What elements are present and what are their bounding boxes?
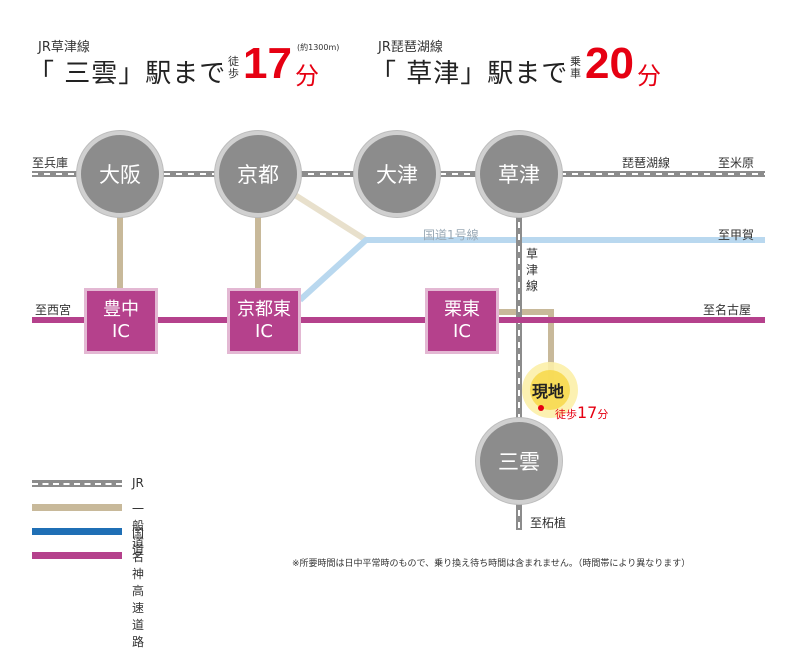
footnote: ※所要時間は日中平常時のもので、乗り換え待ち時間は含まれません。（時間帯により異… (292, 559, 691, 569)
interchange-ritto: 栗東 IC (425, 288, 499, 354)
station-osaka: 大阪 (77, 131, 163, 217)
label-to-hyogo: 至兵庫 (32, 156, 69, 170)
interchange-kyotohigashi: 京都東 IC (227, 288, 301, 354)
legend-swatch-expressway (32, 552, 122, 559)
label-to-nishinomiya: 至西宮 (35, 303, 72, 317)
interchange-kyotohigashi-name: 京都東 (237, 299, 291, 320)
site-glow-inner (530, 370, 570, 410)
header-left-line: JR草津線 (38, 40, 90, 55)
label-site: 現地 (532, 382, 565, 401)
legend-swatch-jr (32, 480, 122, 487)
label-to-tsuge: 至柘植 (530, 516, 567, 530)
label-site-unit: 分 (597, 408, 609, 421)
legend-label-national: 国道 (132, 526, 145, 557)
header-right-unit: 分 (637, 62, 661, 90)
header-left-unit: 分 (295, 62, 319, 90)
station-otsu: 大津 (354, 131, 440, 217)
label-route1: 国道1号線 (423, 228, 479, 242)
interchange-toyonaka: 豊中 IC (84, 288, 158, 354)
interchange-toyonaka-ic: IC (112, 321, 130, 342)
label-site-walk: 徒歩 (555, 408, 577, 421)
interchange-ritto-ic: IC (453, 321, 471, 342)
header-right-mode: 乗車 (570, 55, 581, 80)
legend-label-jr: JR (132, 476, 144, 490)
station-kusatsu: 草津 (476, 131, 562, 217)
header-left-minutes: 17 (243, 39, 292, 88)
label-kusatsu-line: 草津線 (526, 247, 539, 293)
label-to-nagoya: 至名古屋 (703, 303, 752, 317)
interchange-ritto-name: 栗東 (444, 299, 480, 320)
header-left-mode: 徒歩 (228, 55, 239, 80)
header-left-station: 「 三雲」駅まで (28, 59, 227, 89)
header-right-station: 「 草津」駅まで (370, 59, 569, 89)
label-site-minutes: 17 (577, 403, 598, 422)
label-to-maibara: 至米原 (718, 156, 755, 170)
label-to-koka: 至甲賀 (718, 228, 755, 242)
legend-label-road: 一般道 (132, 502, 145, 550)
header-left-distance: (約1300m) (297, 43, 340, 52)
legend-swatch-road (32, 504, 122, 511)
header-right-line: JR琵琶湖線 (378, 40, 443, 55)
header-right-minutes: 20 (585, 39, 634, 88)
legend-label-expressway: 名神高速道路 (132, 550, 145, 649)
interchange-toyonaka-name: 豊中 (103, 299, 139, 320)
station-mikumo: 三雲 (476, 418, 562, 504)
label-biwako-line: 琵琶湖線 (622, 156, 671, 170)
legend-swatch-national (32, 528, 122, 535)
interchange-kyotohigashi-ic: IC (255, 321, 273, 342)
road-kyoto-junction (293, 192, 368, 243)
route1-line (297, 237, 765, 303)
label-site-walk-time: 徒歩17分 (555, 403, 608, 422)
site-dot (538, 405, 544, 411)
station-kyoto: 京都 (215, 131, 301, 217)
